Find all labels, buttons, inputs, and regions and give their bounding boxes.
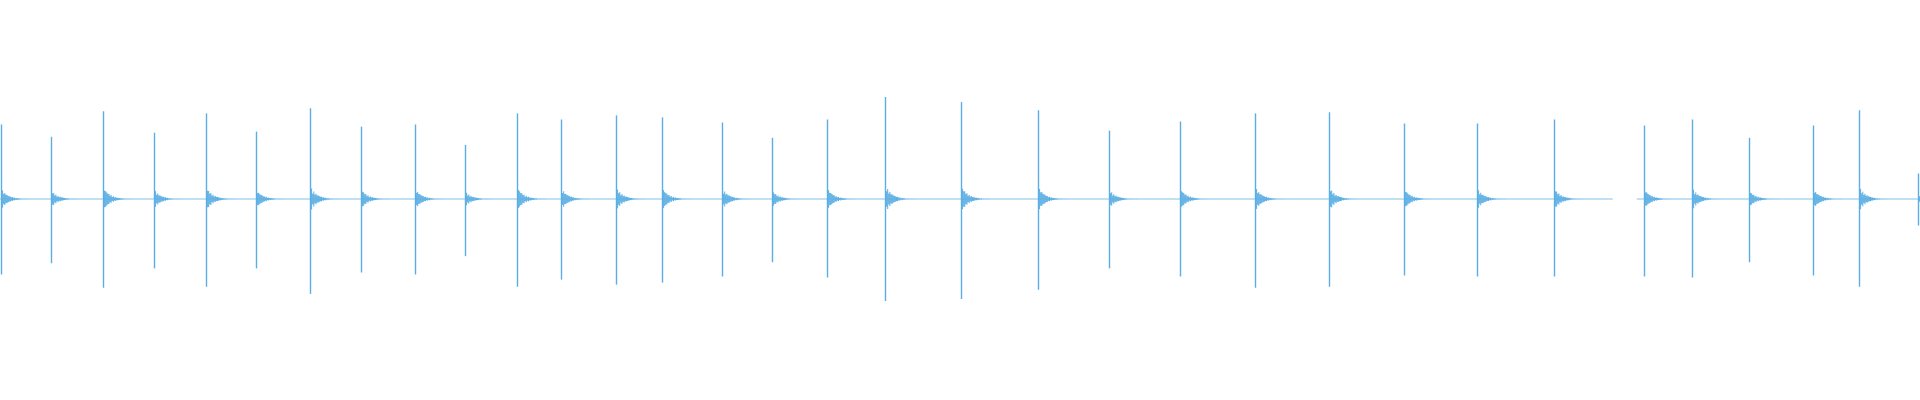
waveform-decay [104,190,133,208]
waveform-decay [1555,191,1584,207]
waveform-peak [360,126,391,273]
waveform-decay [962,188,991,210]
waveform-peak [1037,110,1068,290]
waveform-decay [828,190,857,208]
waveform-peak [464,144,495,257]
waveform-peak [771,137,802,263]
waveform-decay [663,190,692,208]
waveform-decay [1860,188,1889,210]
waveform-peak [721,122,752,277]
waveform-peak [615,115,646,285]
waveform-peak [884,97,915,301]
waveform-peak [1476,123,1507,277]
waveform-peak [1858,110,1889,287]
waveform-decay [723,191,752,207]
waveform-gap [1612,197,1637,201]
waveform-decay [518,190,547,208]
waveform-peak [1108,130,1139,269]
waveform-peak [50,136,81,264]
waveform-decay [1256,189,1285,209]
waveform-peak [309,108,340,294]
waveform-decay [1181,191,1210,207]
waveform-peak [560,119,591,280]
waveform-peak [1643,125,1674,277]
waveform-peak [153,132,184,269]
waveform-peak [826,119,857,278]
waveform-peak [1691,119,1722,278]
waveform-decay [1330,190,1359,208]
waveform-decay [1478,190,1507,208]
waveform-decay [52,193,81,205]
waveform-peak [661,117,692,283]
waveform-decay [617,189,646,209]
waveform-peak [516,113,547,287]
waveform-peak [255,131,286,269]
waveform-decay [155,191,184,207]
waveform-decay [257,192,286,206]
waveform-peak [414,124,445,275]
waveform-peak [960,102,991,299]
waveform-decay [416,191,445,207]
waveform-peak [1179,121,1210,277]
waveform-decay [466,192,495,206]
waveform-decay [207,190,236,208]
waveform-decay [1110,192,1139,206]
waveform-peak [0,124,31,275]
waveform-decay [1814,192,1843,206]
waveform-peak [1254,113,1285,288]
waveform-decay [362,191,391,207]
waveform-peak [1812,125,1843,276]
waveform-decay [1693,189,1722,209]
waveform-decay [2,190,31,208]
waveform-decay [1645,192,1674,206]
waveform-decay [1039,188,1068,210]
waveform-peak [205,113,236,287]
waveform-decay [1405,191,1434,207]
waveform-peak [102,111,133,288]
waveform-decay [1750,192,1779,206]
waveform-peaks [0,97,1920,301]
waveform-peak [1553,119,1584,277]
waveform-peak [1403,123,1434,276]
waveform-peak [1328,112,1359,287]
waveform-decay [886,189,915,209]
waveform-peak [1748,137,1779,263]
waveform-decay [311,188,340,210]
waveform-decay [773,192,802,206]
waveform-decay [562,191,591,207]
